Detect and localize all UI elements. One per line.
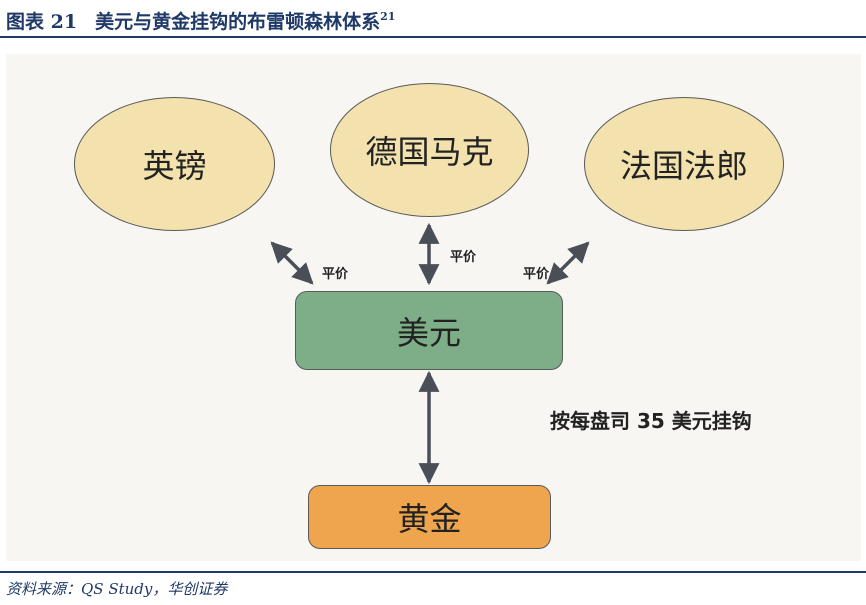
figure-title-text: 美元与黄金挂钩的布雷顿森林体系 <box>95 11 381 33</box>
currency-frf: 法国法郎 <box>584 97 784 231</box>
arrow-frf-dollar <box>546 241 590 285</box>
parity-label-left: 平价 <box>322 267 349 282</box>
currency-gbp-label: 英镑 <box>142 147 207 185</box>
bottom-rule <box>0 571 866 573</box>
dollar-label: 美元 <box>396 313 461 352</box>
currency-frf-label: 法国法郎 <box>619 147 748 185</box>
currency-dem: 德国马克 <box>330 83 529 217</box>
currency-gbp: 英镑 <box>74 97 275 231</box>
parity-label-center: 平价 <box>450 250 477 265</box>
source-note: 资料来源：QS Study，华创证券 <box>6 580 228 598</box>
gold-box: 黄金 <box>308 485 551 549</box>
currency-dem-label: 德国马克 <box>365 133 494 171</box>
top-rule <box>0 36 866 38</box>
figure-label: 图表 21 <box>6 11 78 33</box>
figure-title: 图表 21 美元与黄金挂钩的布雷顿森林体系21 <box>6 2 396 33</box>
dollar-box: 美元 <box>295 291 563 370</box>
gold-peg-label: 按每盘司 35 美元挂钩 <box>550 409 752 433</box>
parity-label-right: 平价 <box>523 267 550 282</box>
footnote-mark: 21 <box>380 10 396 23</box>
arrow-gbp-dollar <box>270 241 314 285</box>
gold-label: 黄金 <box>397 500 462 538</box>
